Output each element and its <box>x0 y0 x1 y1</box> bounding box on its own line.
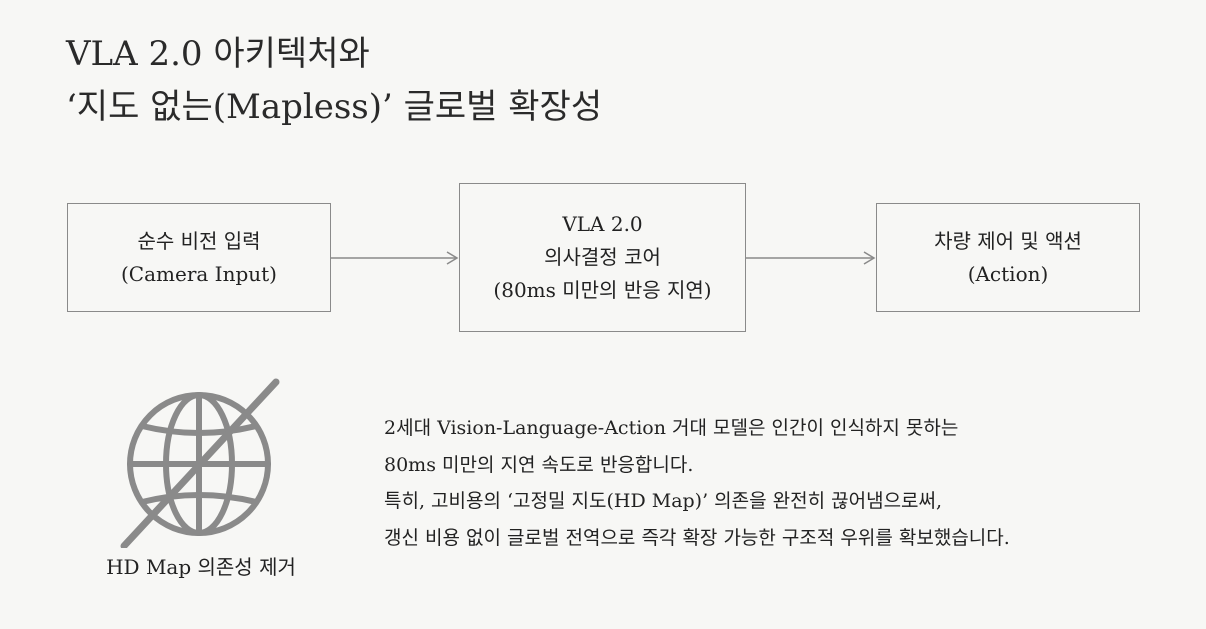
arrow-input-to-core <box>331 251 459 265</box>
description-text: 2세대 Vision-Language-Action 거대 모델은 인간이 인식… <box>384 410 1184 556</box>
vla-core-label: 의사결정 코어 <box>544 245 661 269</box>
description-line-2: 80ms 미만의 지연 속도로 반응합니다. <box>384 453 694 476</box>
description-line-1: 2세대 Vision-Language-Action 거대 모델은 인간이 인식… <box>384 417 959 439</box>
camera-input-sublabel: (Camera Input) <box>121 261 277 286</box>
camera-input-box: 순수 비전 입력 (Camera Input) <box>67 203 331 312</box>
action-label: 차량 제어 및 액션 <box>934 228 1082 253</box>
description-line-4: 갱신 비용 없이 글로벌 전역으로 즉각 확장 가능한 구조적 우위를 확보했습… <box>384 526 1010 549</box>
camera-input-label: 순수 비전 입력 <box>137 228 261 253</box>
page-title-line-2: ‘지도 없는(Mapless)’ 글로벌 확장성 <box>66 87 603 127</box>
arrow-core-to-action <box>746 251 876 265</box>
action-box: 차량 제어 및 액션 (Action) <box>876 203 1140 312</box>
page-title-line-1: VLA 2.0 아키텍처와 <box>66 34 370 74</box>
action-sublabel: (Action) <box>967 261 1049 286</box>
page-title: VLA 2.0 아키텍처와 ‘지도 없는(Mapless)’ 글로벌 확장성 <box>66 28 1066 134</box>
description-line-3: 특히, 고비용의 ‘고정밀 지도(HD Map)’ 의존을 완전히 끊어냄으로써… <box>384 490 943 512</box>
crossed-out-globe-icon <box>116 378 286 550</box>
hd-map-caption: HD Map 의존성 제거 <box>106 555 296 579</box>
vla-core-title: VLA 2.0 <box>562 212 643 236</box>
vla-core-box: VLA 2.0 의사결정 코어 (80ms 미만의 반응 지연) <box>459 183 746 332</box>
vla-core-latency: (80ms 미만의 반응 지연) <box>493 278 712 302</box>
